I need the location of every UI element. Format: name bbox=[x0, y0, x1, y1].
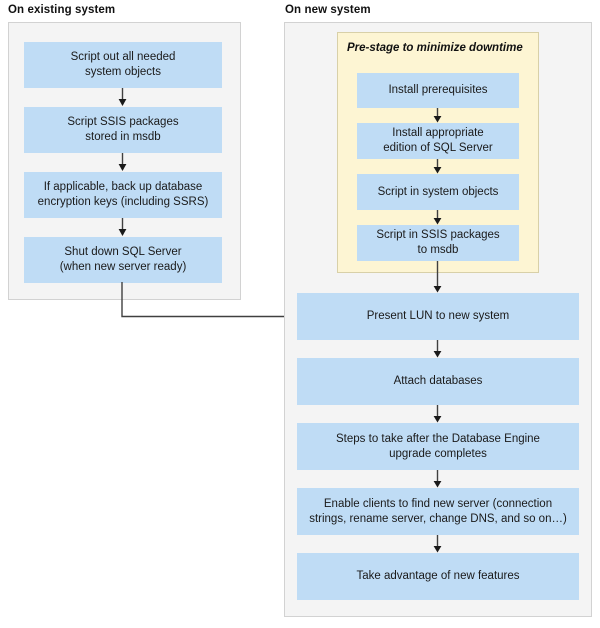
arrow-new-4-to-5 bbox=[432, 535, 443, 553]
arrow-new-2-to-3 bbox=[432, 405, 443, 423]
node-take-advantage-new-features[interactable]: Take advantage of new features bbox=[297, 553, 579, 600]
arrow-existing-2-to-3 bbox=[117, 153, 128, 172]
arrow-prestage-3-to-4 bbox=[432, 210, 443, 225]
node-line-1: Script in SSIS packages bbox=[376, 229, 500, 241]
arrow-prestage-1-to-2 bbox=[432, 108, 443, 123]
node-line-1: Take advantage of new features bbox=[356, 570, 520, 582]
node-line-2: upgrade completes bbox=[389, 447, 487, 460]
arrow-new-3-to-4 bbox=[432, 470, 443, 488]
node-script-in-ssis-packages[interactable]: Script in SSIS packages to msdb bbox=[357, 225, 519, 261]
arrow-prestage-to-present-lun bbox=[432, 261, 443, 293]
arrow-prestage-2-to-3 bbox=[432, 159, 443, 174]
node-enable-clients-find-server[interactable]: Enable clients to find new server (conne… bbox=[297, 488, 579, 535]
node-install-prerequisites[interactable]: Install prerequisites bbox=[357, 73, 519, 108]
node-line-2: to msdb bbox=[417, 244, 459, 256]
node-line-2: system objects bbox=[84, 66, 162, 78]
node-script-ssis-packages[interactable]: Script SSIS packages stored in msdb bbox=[24, 107, 222, 153]
arrow-existing-3-to-4 bbox=[117, 218, 128, 237]
node-line-2: strings, rename server, change DNS, and … bbox=[309, 512, 567, 525]
node-line-1: Script SSIS packages bbox=[67, 116, 179, 128]
panel-title-new-system: On new system bbox=[285, 4, 371, 16]
node-script-in-system-objects[interactable]: Script in system objects bbox=[357, 174, 519, 210]
node-line-1: Present LUN to new system bbox=[366, 310, 510, 322]
node-line-2: edition of SQL Server bbox=[383, 142, 493, 154]
arrow-existing-1-to-2 bbox=[117, 88, 128, 107]
node-present-lun[interactable]: Present LUN to new system bbox=[297, 293, 579, 340]
node-line-1: Script in system objects bbox=[377, 185, 499, 198]
node-line-2: encryption keys (including SSRS) bbox=[37, 196, 209, 208]
node-line-1: Install prerequisites bbox=[388, 84, 488, 96]
node-line-1: Script out all needed bbox=[70, 51, 176, 63]
node-attach-databases[interactable]: Attach databases bbox=[297, 358, 579, 405]
node-line-1: Steps to take after the Database Engine bbox=[336, 432, 540, 445]
node-post-upgrade-steps[interactable]: Steps to take after the Database Engine … bbox=[297, 423, 579, 470]
node-back-up-encryption-keys[interactable]: If applicable, back up database encrypti… bbox=[24, 172, 222, 218]
node-script-out-system-objects[interactable]: Script out all needed system objects bbox=[24, 42, 222, 88]
node-install-sql-server-edition[interactable]: Install appropriate edition of SQL Serve… bbox=[357, 123, 519, 159]
node-line-2: stored in msdb bbox=[85, 131, 161, 143]
node-line-1: Enable clients to find new server (conne… bbox=[323, 497, 553, 510]
node-line-1: Attach databases bbox=[393, 375, 483, 387]
node-shut-down-sql-server[interactable]: Shut down SQL Server (when new server re… bbox=[24, 237, 222, 283]
connector-existing-to-new-system bbox=[116, 282, 301, 324]
arrow-new-1-to-2 bbox=[432, 340, 443, 358]
node-line-1: Install appropriate bbox=[392, 127, 484, 139]
node-line-1: Shut down SQL Server bbox=[64, 246, 182, 258]
node-line-2: (when new server ready) bbox=[59, 261, 187, 273]
panel-title-existing-system: On existing system bbox=[8, 4, 116, 16]
node-line-1: If applicable, back up database bbox=[43, 181, 203, 193]
group-pre-stage-title: Pre-stage to minimize downtime bbox=[347, 42, 523, 54]
